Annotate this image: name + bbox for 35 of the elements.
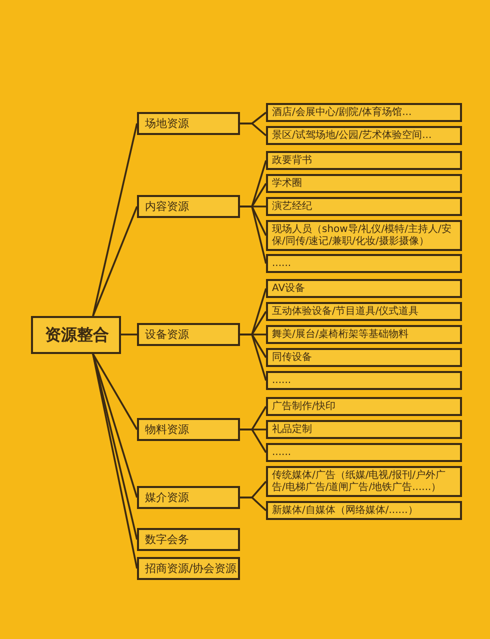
category-box: 媒介资源	[137, 486, 240, 509]
category-box: 招商资源/协会资源	[137, 557, 240, 580]
item-box: ......	[266, 254, 462, 273]
connector-line	[121, 334, 137, 336]
item-box: 广告制作/快印	[266, 397, 462, 416]
item-box: 景区/试驾场地/公园/艺术体验空间...	[266, 126, 462, 145]
category-box: 数字会务	[137, 528, 240, 551]
category-box: 设备资源	[137, 323, 240, 346]
item-box: 学术圈	[266, 174, 462, 193]
connector-line	[240, 206, 267, 264]
item-box: 舞美/展台/桌椅桁架等基础物料	[266, 325, 462, 344]
item-box: 酒店/会展中心/剧院/体育场馆...	[266, 103, 462, 122]
connector-line	[92, 206, 138, 316]
category-box: 场地资源	[137, 112, 240, 135]
item-box: 传统媒体/广告（纸媒/电视/报刊/户外广告/电梯广告/道闸广告/地铁广告......）	[266, 466, 462, 497]
connector-line	[240, 122, 267, 136]
item-box: ......	[266, 443, 462, 462]
category-box: 内容资源	[137, 195, 240, 218]
connector-line	[92, 354, 138, 430]
connector-line	[240, 334, 267, 381]
item-box: 互动体验设备/节目道具/仪式道具	[266, 302, 462, 321]
item-box: AV设备	[266, 279, 462, 298]
item-box: 礼品定制	[266, 420, 462, 439]
item-box: 演艺经纪	[266, 197, 462, 216]
root-box: 资源整合	[31, 316, 121, 354]
item-box: 政要背书	[266, 151, 462, 170]
item-box: ......	[266, 371, 462, 390]
connector-line	[92, 123, 138, 316]
category-box: 物料资源	[137, 418, 240, 441]
connector-line	[92, 354, 138, 498]
connector-line	[240, 428, 267, 453]
item-box: 现场人员（show导/礼仪/模特/主持人/安保/同传/速记/兼职/化妆/摄影摄像）	[266, 220, 462, 251]
item-box: 同传设备	[266, 348, 462, 367]
connector-line	[240, 496, 267, 512]
item-box: 新媒体/自媒体（网络媒体/......）	[266, 501, 462, 520]
